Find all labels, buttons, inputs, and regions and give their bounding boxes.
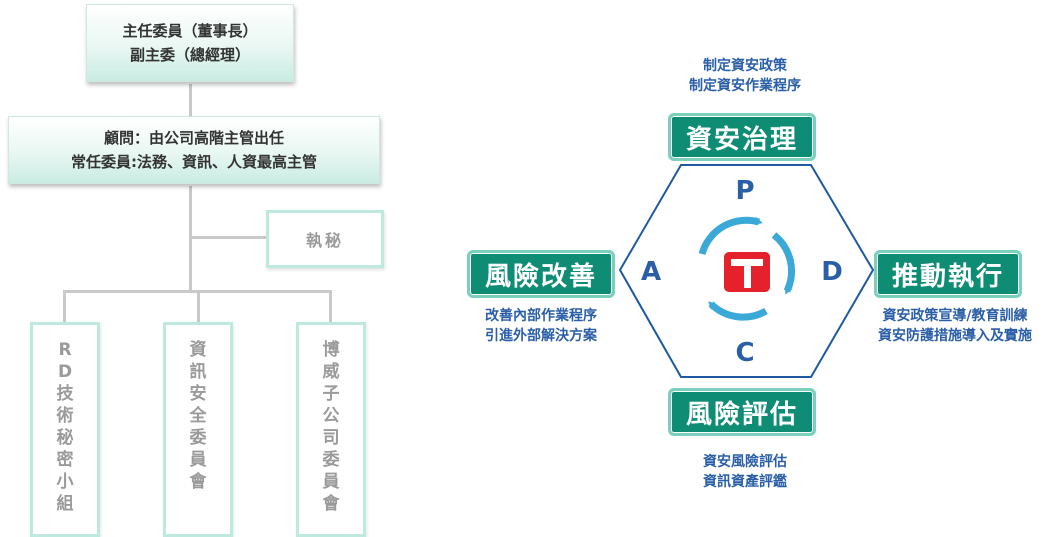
plan-description: 制定資安政策 制定資安作業程序 bbox=[670, 56, 820, 96]
chairman-box: 主任委員（董事長） 副主委（總經理） bbox=[86, 4, 294, 82]
act-badge: 風險改善 bbox=[467, 250, 615, 298]
committee-infosec-box: 資訊安全委員會 bbox=[163, 322, 233, 537]
committee-subsidiary-box: 博威子公司委員會 bbox=[296, 322, 366, 537]
connector-line bbox=[189, 84, 192, 116]
committee-rd-box: RD技術秘密小組 bbox=[30, 322, 100, 537]
do-description: 資安政策宣導/教育訓練 資安防護措施導入及實施 bbox=[860, 306, 1050, 346]
act-desc-line: 引進外部解決方案 bbox=[485, 328, 597, 344]
connector-line bbox=[189, 186, 192, 292]
connector-line bbox=[197, 290, 200, 324]
plan-desc-line: 制定資安作業程序 bbox=[689, 78, 801, 94]
committee-subsidiary-label: 博威子公司委員會 bbox=[322, 340, 340, 514]
advisor-box: 顧問：由公司高階主管出任 常任委員:法務、資訊、人資最高主管 bbox=[8, 116, 380, 184]
advisor-text: 顧問：由公司高階主管出任 bbox=[103, 129, 284, 147]
standing-members-text: 常任委員:法務、資訊、人資最高主管 bbox=[70, 153, 317, 171]
vice-chairman-title: 副主委（總經理） bbox=[129, 46, 250, 64]
do-desc-line: 資安政策宣導/教育訓練 bbox=[882, 308, 1028, 324]
do-letter: D bbox=[821, 257, 843, 287]
check-description: 資安風險評估 資訊資產評鑑 bbox=[670, 452, 820, 492]
do-badge: 推動執行 bbox=[874, 250, 1022, 298]
check-label: 風險評估 bbox=[685, 399, 798, 430]
plan-desc-line: 制定資安政策 bbox=[703, 58, 787, 74]
do-desc-line: 資安防護措施導入及實施 bbox=[878, 328, 1032, 344]
secretary-box: 執秘 bbox=[266, 210, 384, 268]
do-label: 推動執行 bbox=[891, 261, 1004, 292]
connector-line bbox=[63, 290, 66, 324]
chairman-title: 主任委員（董事長） bbox=[122, 22, 258, 40]
act-letter: A bbox=[640, 257, 662, 287]
committee-infosec-label: 資訊安全委員會 bbox=[189, 340, 207, 492]
plan-letter: P bbox=[735, 176, 755, 206]
connector-line bbox=[329, 290, 332, 324]
connector-line bbox=[189, 236, 267, 239]
check-desc-line: 資安風險評估 bbox=[703, 454, 787, 470]
act-desc-line: 改善內部作業程序 bbox=[485, 308, 597, 324]
check-letter: C bbox=[735, 338, 755, 368]
cycle-arrows-icon bbox=[698, 216, 795, 321]
plan-label: 資安治理 bbox=[685, 124, 798, 155]
act-description: 改善內部作業程序 引進外部解決方案 bbox=[463, 306, 619, 346]
check-badge: 風險評估 bbox=[668, 388, 816, 436]
act-label: 風險改善 bbox=[484, 261, 597, 292]
check-desc-line: 資訊資產評鑑 bbox=[703, 474, 787, 490]
committee-rd-label: RD技術秘密小組 bbox=[56, 340, 74, 514]
company-logo-icon bbox=[724, 252, 770, 292]
plan-badge: 資安治理 bbox=[668, 113, 816, 161]
secretary-label: 執秘 bbox=[305, 231, 344, 250]
